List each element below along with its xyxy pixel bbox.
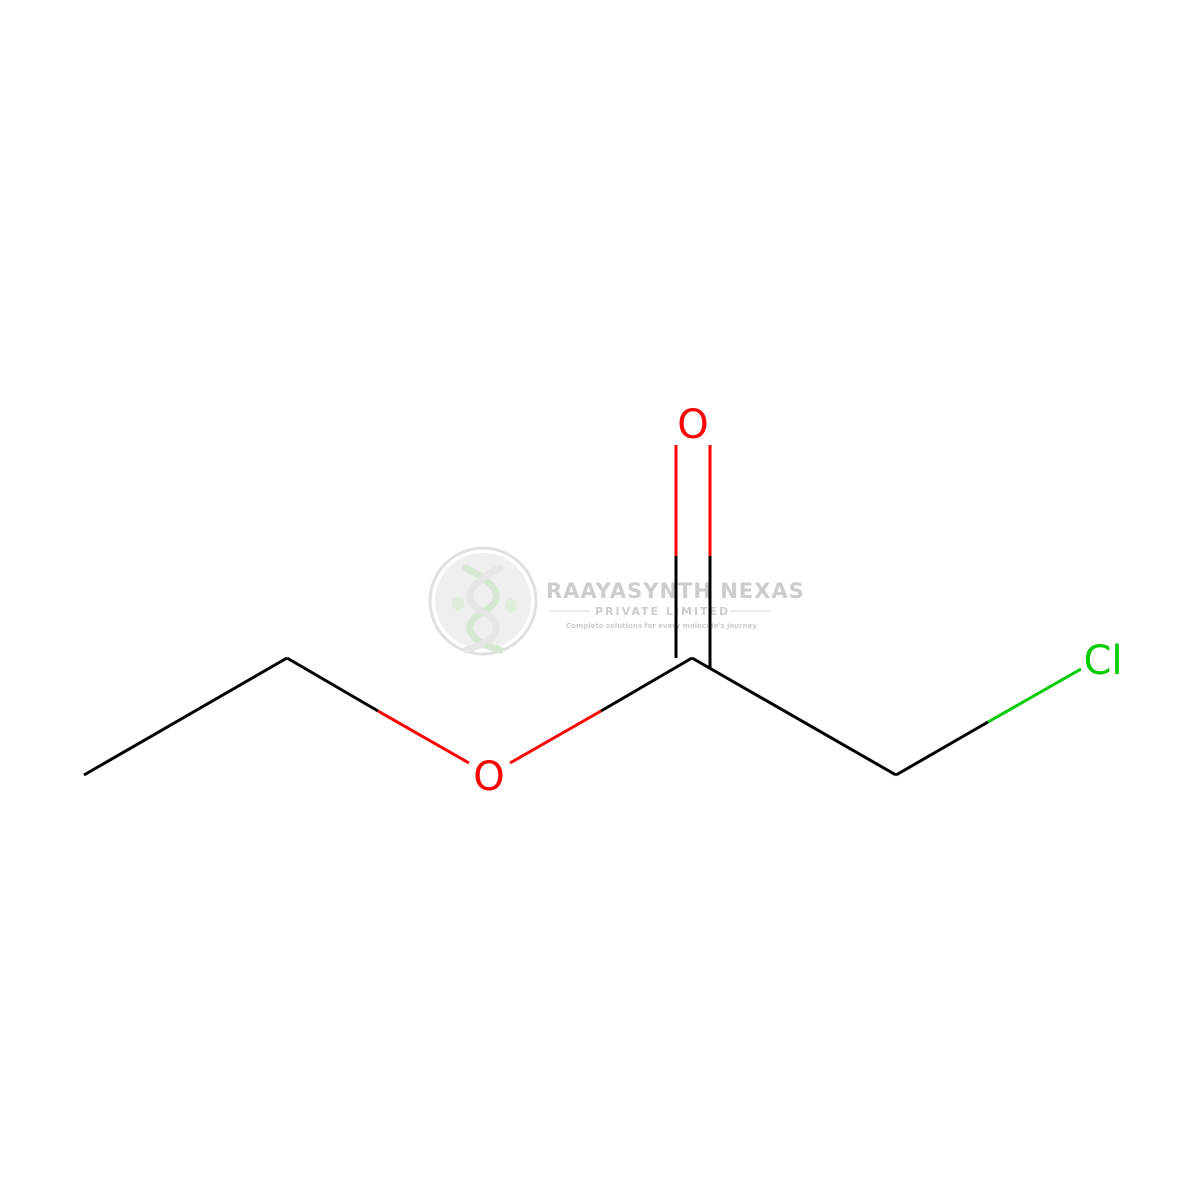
watermark-logo-ring — [428, 546, 538, 656]
watermark-subtitle: PRIVATE LIMITED — [595, 605, 730, 618]
atom-labels: O O Cl — [473, 402, 1122, 800]
bond-c1-c2 — [83, 656, 288, 777]
bonds — [83, 445, 1082, 777]
bond-o-ester-carbonyl-oxygen-half — [509, 709, 602, 765]
watermark: RAAYASYNTH NEXAS PRIVATE LIMITED Complet… — [428, 546, 804, 656]
hexagon-right-icon — [505, 598, 517, 613]
watermark-logo-disc — [435, 553, 531, 649]
bond-o-ester-carbonyl-carbon-half — [600, 656, 693, 713]
watermark-tagline: Complete solutions for every molecule's … — [566, 622, 757, 630]
dna-helix-icon — [462, 564, 504, 654]
bond-c2-o-ester-oxygen-half — [377, 709, 470, 765]
bond-c-alpha-cl-chlorine-half — [987, 667, 1082, 724]
bond-c2-o-ester-carbon-half — [286, 656, 379, 713]
atom-label-o-carbonyl: O — [677, 402, 708, 448]
atom-label-o-ester: O — [473, 754, 504, 800]
bond-c-alpha-cl-carbon-half — [895, 720, 989, 777]
hexagon-left-icon — [452, 596, 464, 611]
atom-label-chlorine: Cl — [1083, 638, 1122, 684]
bond-carbonyl-c-alpha — [691, 656, 897, 777]
